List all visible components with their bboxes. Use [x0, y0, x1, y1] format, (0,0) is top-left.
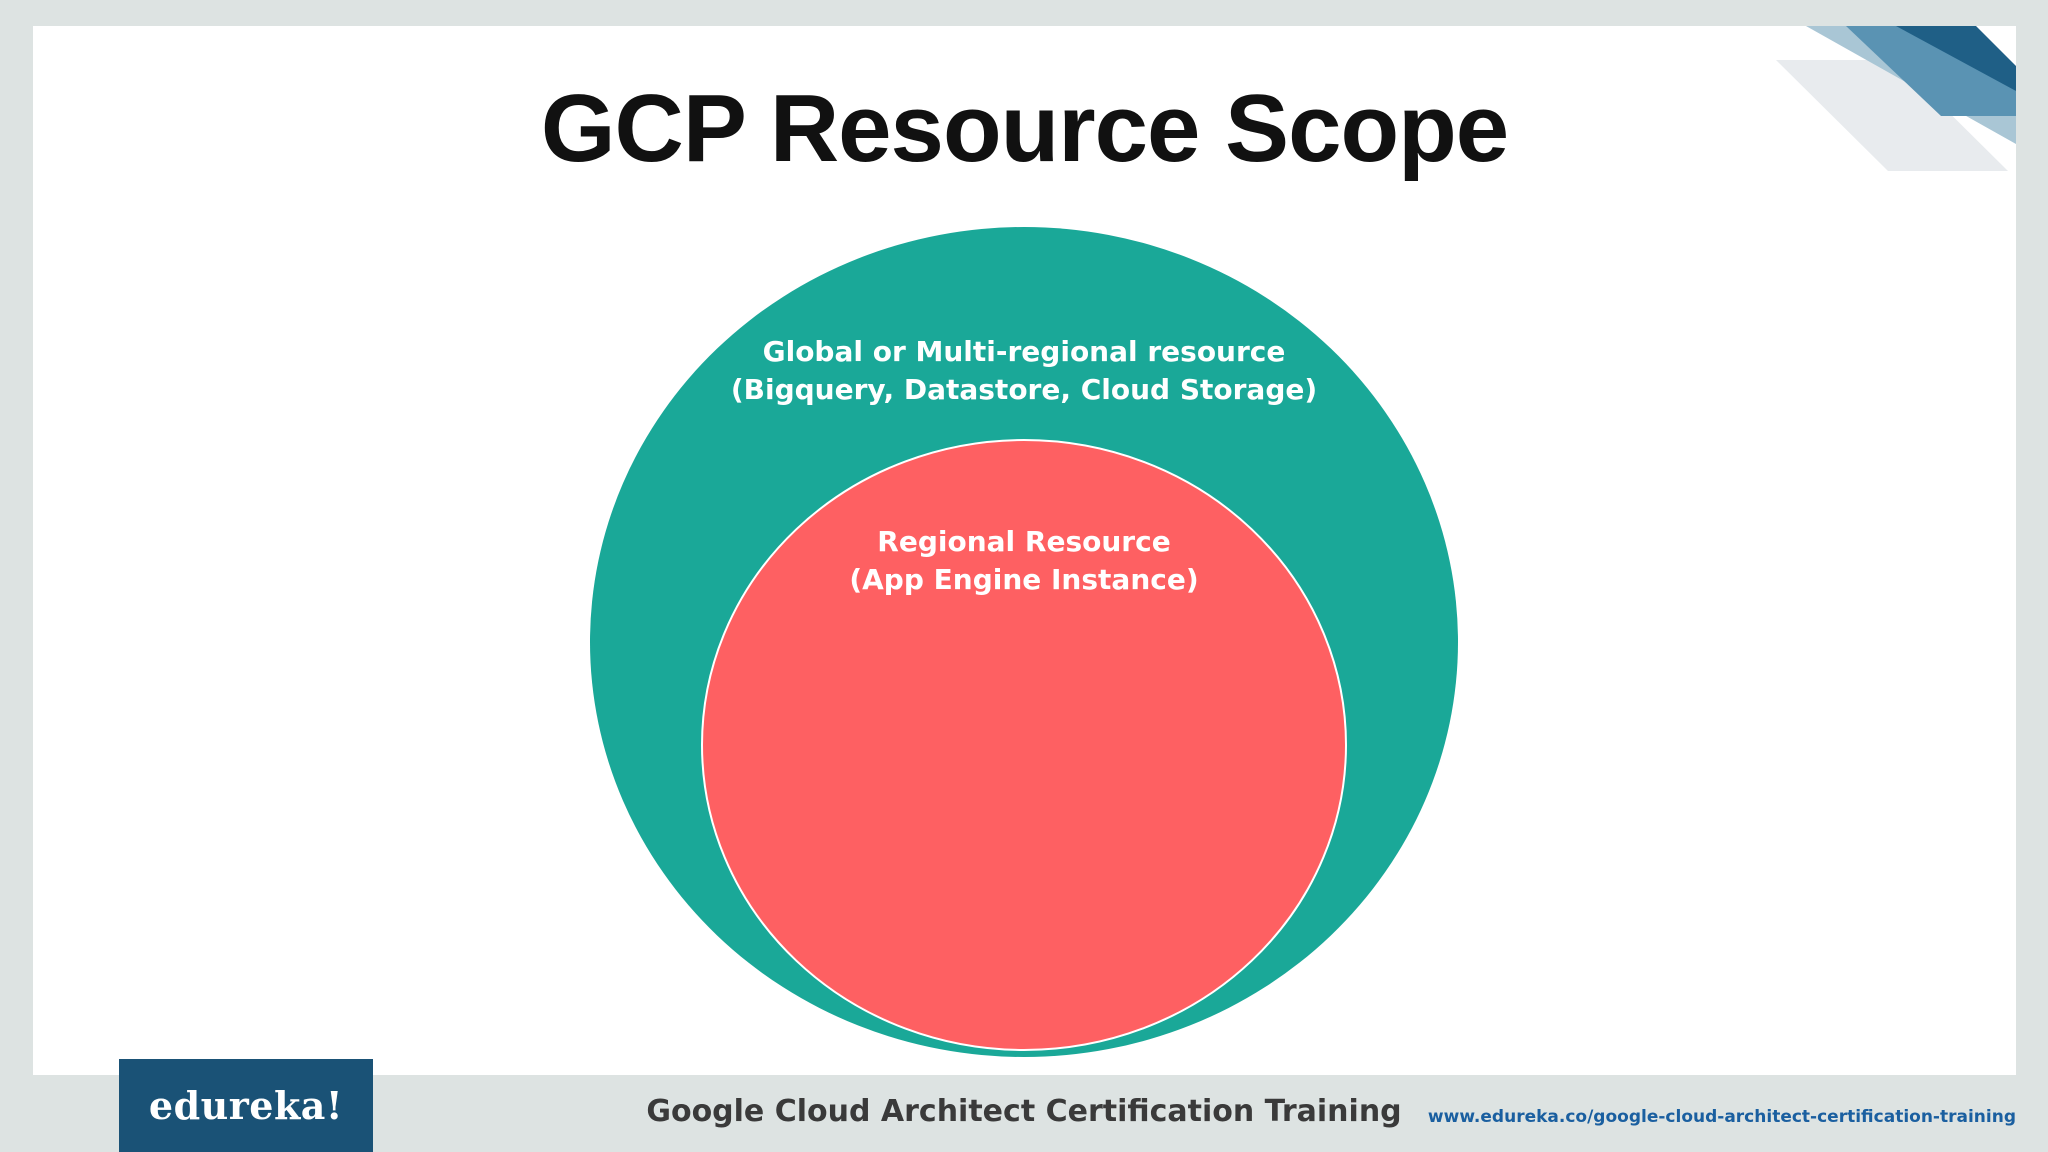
inner-circle-regional: [701, 439, 1347, 1051]
slide-title: GCP Resource Scope: [540, 75, 1509, 182]
inner-circle-label: Regional Resource (App Engine Instance): [824, 523, 1224, 599]
outer-label-line2: (Bigquery, Datastore, Cloud Storage): [730, 373, 1318, 406]
course-title: Google Cloud Architect Certification Tra…: [646, 1094, 1402, 1129]
outer-circle-label: Global or Multi-regional resource (Bigqu…: [724, 333, 1324, 409]
inner-label-line2: (App Engine Instance): [849, 563, 1199, 596]
corner-decoration: [1776, 26, 2016, 171]
logo-text: edureka!: [148, 1083, 344, 1128]
inner-label-line1: Regional Resource: [877, 525, 1171, 558]
course-url: www.edureka.co/google-cloud-architect-ce…: [1427, 1107, 2016, 1127]
edureka-logo: edureka!: [119, 1059, 373, 1152]
outer-label-line1: Global or Multi-regional resource: [762, 335, 1286, 368]
